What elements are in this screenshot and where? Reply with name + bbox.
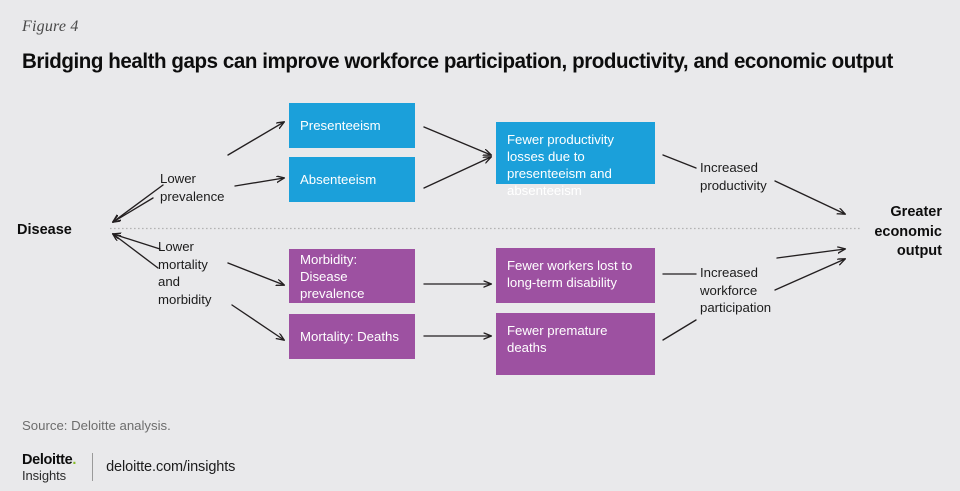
box-fewer-premature-deaths-label: Fewer premature deaths: [507, 323, 608, 355]
box-morbidity-label: Morbidity: Disease prevalence: [300, 251, 365, 301]
node-greater-economic-output: Greater economic output: [874, 204, 942, 259]
box-fewer-productivity-losses-label: Fewer productivity losses due to present…: [507, 132, 615, 198]
arrow-participation-to-output-a: [776, 249, 845, 259]
leader-premature-deaths-to-increased-participation: [662, 319, 697, 341]
source-note: Source: Deloitte analysis.: [22, 418, 171, 433]
arrow-disease-to-lower-prevalence-a: [113, 184, 164, 222]
arrow-presenteeism-to-productivity-losses: [423, 126, 491, 155]
arrow-absenteeism-to-productivity-losses: [423, 157, 491, 189]
box-fewer-workers-lost-label: Fewer workers lost to long-term disabili…: [507, 258, 633, 290]
footer-divider: [92, 453, 94, 481]
label-increased-workforce-participation: Increased workforce participation: [700, 265, 772, 315]
arrow-prevalence-to-presenteeism: [227, 122, 284, 156]
figure-label: Figure 4: [22, 18, 79, 35]
arrow-mortality-to-mortality-deaths: [231, 304, 284, 340]
box-presenteeism-label: Presenteeism: [300, 118, 381, 133]
box-morbidity[interactable]: Morbidity: Disease prevalence: [289, 249, 415, 303]
logo-green-dot: .: [72, 451, 77, 468]
box-mortality-label: Mortality: Deaths: [300, 329, 399, 344]
arrow-prevalence-to-absenteeism: [234, 178, 284, 187]
logo-deloitte-line: Deloitte.: [22, 452, 76, 469]
label-lower-prevalence: Lower prevalence: [160, 171, 225, 204]
footer-bar: Deloitte. Insights deloitte.com/insights: [22, 452, 235, 482]
arrow-disease-to-lower-mortality-a: [113, 234, 161, 250]
deloitte-insights-logo: Deloitte. Insights: [22, 452, 76, 482]
box-absenteeism[interactable]: Absenteeism: [289, 157, 415, 202]
arrow-disease-to-lower-mortality-b: [113, 234, 159, 269]
node-disease: Disease: [17, 222, 72, 238]
label-lower-mortality-and-morbidity: Lower mortality and morbidity: [158, 239, 212, 307]
arrow-disease-to-lower-prevalence-b: [113, 197, 154, 222]
label-increased-productivity: Increased productivity: [700, 160, 767, 193]
logo-deloitte-text: Deloitte: [22, 451, 73, 468]
box-presenteeism[interactable]: Presenteeism: [289, 103, 415, 148]
box-fewer-workers-lost[interactable]: Fewer workers lost to long-term disabili…: [496, 248, 655, 303]
box-fewer-premature-deaths[interactable]: Fewer premature deaths: [496, 313, 655, 375]
logo-insights-text: Insights: [22, 467, 67, 483]
leader-productivity-losses-to-increased-productivity: [662, 154, 697, 169]
footer-url[interactable]: deloitte.com/insights: [106, 459, 236, 475]
box-absenteeism-label: Absenteeism: [300, 172, 377, 187]
box-mortality[interactable]: Mortality: Deaths: [289, 314, 415, 359]
figure-title: Bridging health gaps can improve workfor…: [22, 49, 893, 73]
box-fewer-productivity-losses[interactable]: Fewer productivity losses due to present…: [496, 122, 655, 198]
